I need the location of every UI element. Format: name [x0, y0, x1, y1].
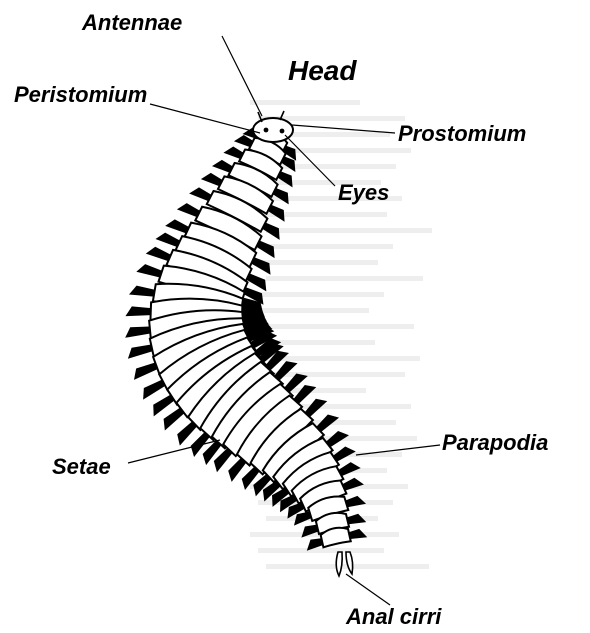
eye-left: [264, 128, 269, 133]
parapodium: [129, 286, 155, 297]
parapodium: [153, 395, 174, 417]
parapodium: [251, 257, 270, 274]
label-parapodia: Parapodia: [442, 430, 548, 455]
parapodium: [212, 160, 233, 173]
eye-right: [280, 129, 285, 134]
parapodium: [136, 264, 162, 277]
parapodium: [165, 219, 189, 233]
parapodium: [177, 421, 197, 445]
background-texture-line: [250, 100, 360, 105]
parapodium: [256, 241, 274, 259]
parapodium: [262, 223, 279, 240]
background-texture-line: [266, 276, 423, 281]
parapodium: [214, 448, 233, 472]
parapodium: [164, 408, 185, 431]
parapodium: [134, 363, 158, 380]
label-peristomium: Peristomium: [14, 82, 147, 107]
leader-peristomium: [150, 104, 260, 133]
label-prostomium: Prostomium: [398, 121, 526, 146]
background-texture-line: [266, 228, 432, 233]
worm-body: [125, 128, 367, 551]
background-texture-line: [250, 292, 384, 297]
parapodium: [143, 380, 165, 400]
parapodium: [125, 326, 150, 337]
parapodium: [223, 146, 243, 158]
leader-anal-cirri: [346, 574, 390, 605]
parapodium: [338, 462, 360, 476]
leader-antennae: [222, 36, 262, 116]
parapodium: [294, 511, 311, 525]
parapodium: [345, 496, 366, 507]
parapodium: [177, 203, 200, 217]
prostomium-shape: [253, 118, 293, 142]
parapodium: [125, 306, 150, 316]
parapodium: [293, 385, 316, 404]
label-eyes: Eyes: [338, 180, 389, 205]
parapodium: [155, 233, 180, 247]
label-setae: Setae: [52, 454, 111, 479]
background-texture-line: [258, 548, 384, 553]
leader-prostomium: [292, 125, 395, 133]
label-anal-cirri: Anal cirri: [345, 604, 442, 629]
label-head: Head: [288, 55, 357, 86]
body-segment: [321, 528, 351, 548]
parapodium: [201, 173, 223, 186]
parapodium: [146, 247, 171, 261]
parapodium: [234, 135, 253, 147]
background-texture-line: [258, 260, 378, 265]
background-texture-line: [258, 308, 369, 313]
parapodium: [128, 344, 153, 358]
parapodium: [189, 187, 211, 201]
label-antennae: Antennae: [81, 10, 182, 35]
background-texture-line: [266, 324, 414, 329]
